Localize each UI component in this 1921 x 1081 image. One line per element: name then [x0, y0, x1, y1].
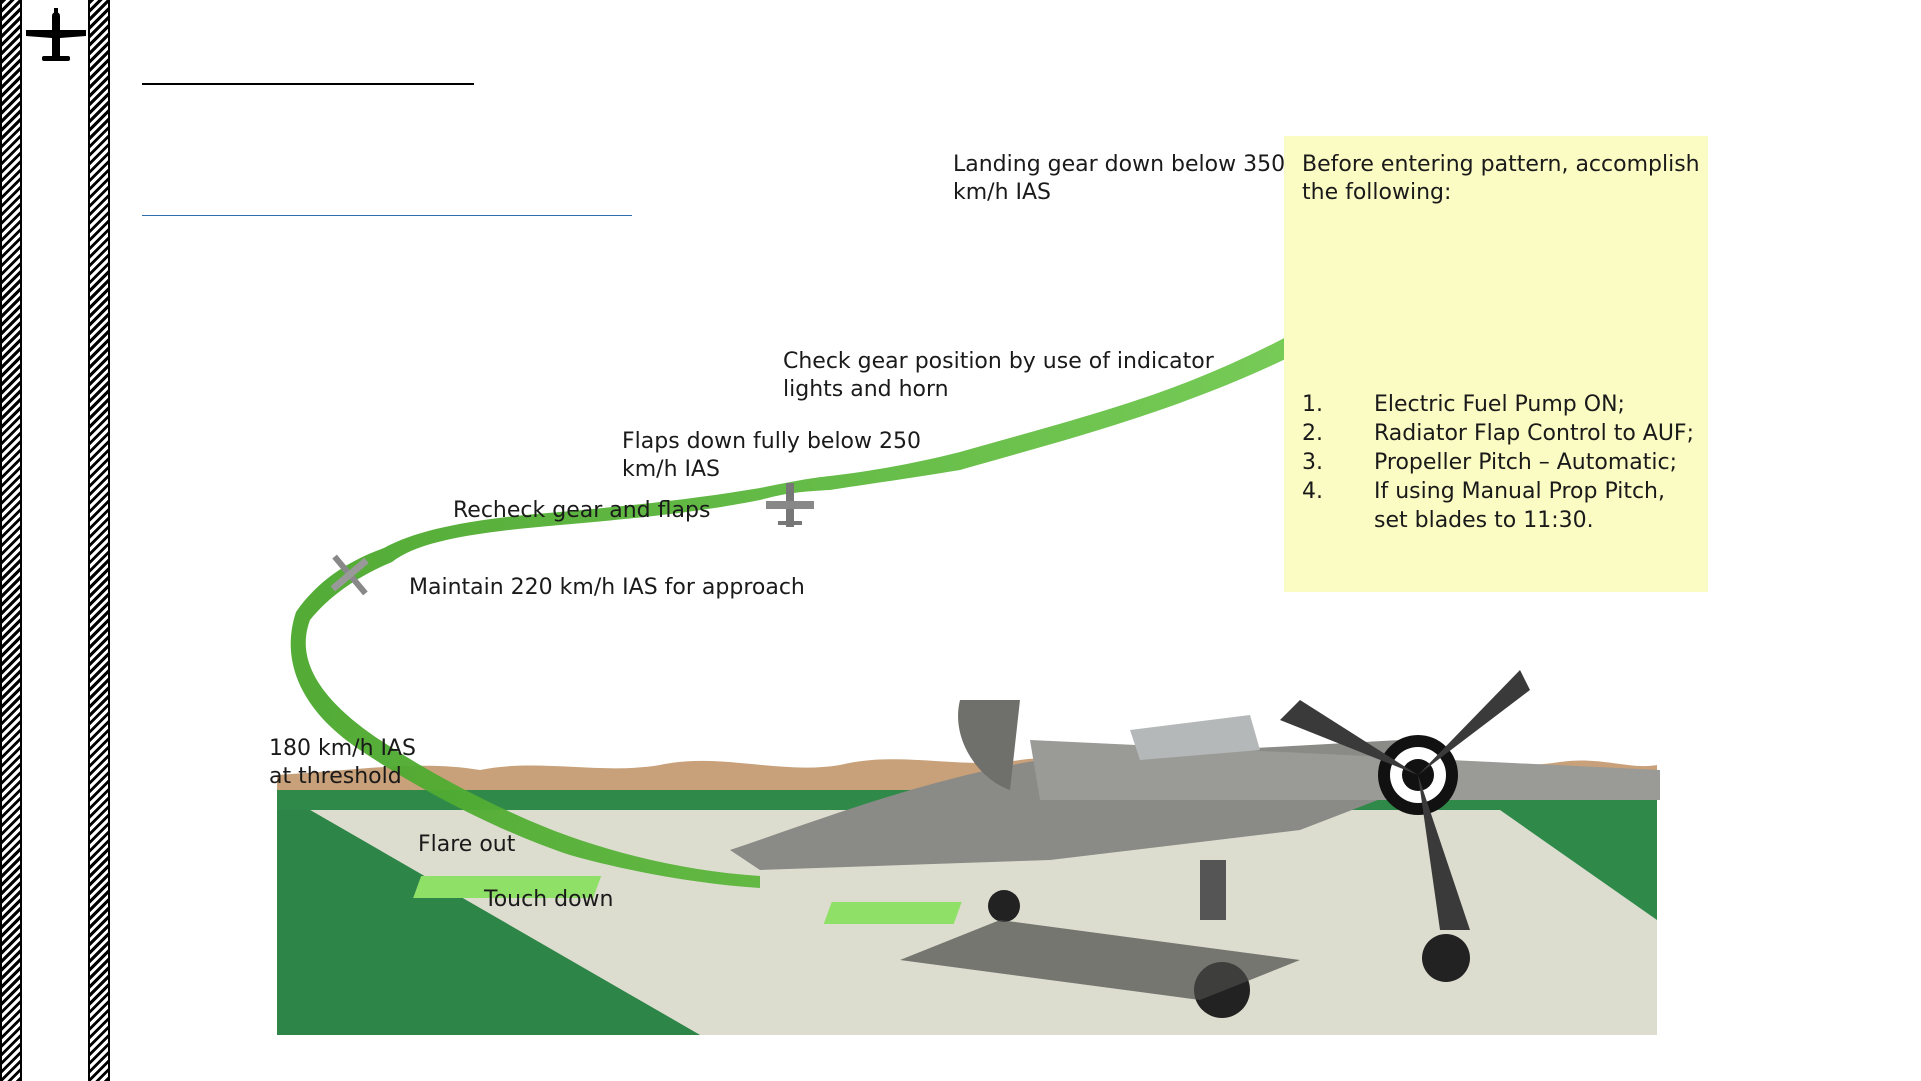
checklist-title: Before entering pattern, accomplish the …	[1302, 151, 1702, 207]
checklist-item-number: 3.	[1302, 448, 1374, 477]
label-landing-gear: Landing gear down below 350 km/h IAS	[953, 151, 1285, 207]
checklist-item-number: 1.	[1302, 390, 1374, 419]
checklist-item-text: If using Manual Prop Pitch, set blades t…	[1374, 477, 1665, 535]
checklist-item-number: 4.	[1302, 477, 1374, 535]
label-recheck: Recheck gear and flaps	[453, 497, 710, 525]
label-flare-out: Flare out	[418, 831, 515, 859]
label-maintain: Maintain 220 km/h IAS for approach	[409, 574, 805, 602]
checklist-item: 2.Radiator Flap Control to AUF;	[1302, 419, 1702, 448]
checklist-item-text: Electric Fuel Pump ON;	[1374, 390, 1625, 419]
checklist-item-text: Radiator Flap Control to AUF;	[1374, 419, 1694, 448]
checklist-item: 1.Electric Fuel Pump ON;	[1302, 390, 1702, 419]
label-check-gear: Check gear position by use of indicator …	[783, 348, 1214, 404]
checklist-item-text: Propeller Pitch – Automatic;	[1374, 448, 1677, 477]
label-threshold: 180 km/h IAS at threshold	[269, 735, 416, 791]
touchdown-strip-2	[824, 902, 962, 924]
label-touch-down: Touch down	[484, 886, 614, 914]
checklist-item: 4.If using Manual Prop Pitch, set blades…	[1302, 477, 1702, 535]
checklist-item: 3.Propeller Pitch – Automatic;	[1302, 448, 1702, 477]
checklist-item-number: 2.	[1302, 419, 1374, 448]
checklist-list: 1.Electric Fuel Pump ON; 2.Radiator Flap…	[1302, 390, 1702, 535]
label-flaps-down: Flaps down fully below 250 km/h IAS	[622, 428, 921, 484]
